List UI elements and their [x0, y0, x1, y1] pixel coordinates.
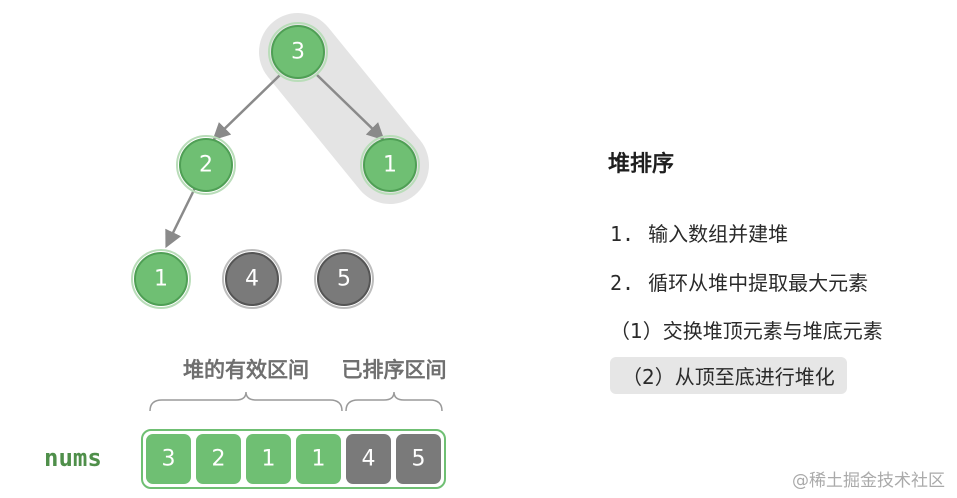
array-cell-0: 3 [146, 434, 191, 484]
svg-text:5: 5 [412, 447, 426, 472]
panel-title: 堆排序 [608, 152, 675, 177]
step-1-text: 输入数组并建堆 [648, 222, 789, 246]
svg-text:2: 2 [199, 153, 213, 178]
edge-root-right [316, 74, 385, 141]
svg-text:3: 3 [291, 40, 305, 65]
svg-text:5: 5 [337, 267, 351, 292]
step-2-text: 循环从堆中提取最大元素 [648, 271, 869, 295]
node-ring [360, 135, 420, 195]
sorted-interval-label: 已排序区间 [342, 358, 447, 382]
tree-node-5: 5 [314, 249, 374, 309]
node-ring [314, 249, 374, 309]
svg-text:1: 1 [154, 267, 168, 292]
substep-2-current: （2）从顶至底进行堆化 [610, 357, 847, 394]
tree-node-3: 1 [131, 249, 191, 309]
step-2-number: 2. [610, 271, 635, 295]
array-container [141, 429, 446, 489]
unsorted-interval-label: 堆的有效区间 [183, 358, 309, 382]
tree-node-4: 4 [222, 249, 282, 309]
step-1-number: 1. [610, 222, 635, 246]
tree-node-2: 1 [360, 135, 420, 195]
svg-text:4: 4 [245, 267, 259, 292]
svg-text:3: 3 [162, 447, 176, 472]
substep-1: （1）交换堆顶元素与堆底元素 [610, 319, 883, 343]
svg-text:2: 2 [212, 447, 226, 472]
node-ring [176, 135, 236, 195]
node-ring [222, 249, 282, 309]
sorted-interval-brace [345, 391, 443, 412]
array-cell-5: 5 [396, 434, 441, 484]
array-cell-3: 1 [296, 434, 341, 484]
watermark: @稀土掘金技术社区 [792, 471, 945, 491]
svg-text:4: 4 [362, 447, 376, 472]
node-ring [131, 249, 191, 309]
array-cell-4: 4 [346, 434, 391, 484]
edge-root-left [212, 74, 281, 141]
nums-label: nums [44, 444, 102, 472]
svg-text:1: 1 [383, 153, 397, 178]
tree-node-0: 3 [268, 22, 328, 82]
svg-text:1: 1 [312, 447, 326, 472]
step-1: 1. 输入数组并建堆 [610, 218, 788, 247]
array-cell-2: 1 [246, 434, 291, 484]
tree-node-1: 2 [176, 135, 236, 195]
array-cell-1: 2 [196, 434, 241, 484]
svg-text:1: 1 [262, 447, 276, 472]
node-ring [268, 22, 328, 82]
unsorted-interval-brace [149, 391, 343, 412]
edge-left-left [165, 187, 197, 249]
step-2: 2. 循环从堆中提取最大元素 [610, 267, 868, 296]
